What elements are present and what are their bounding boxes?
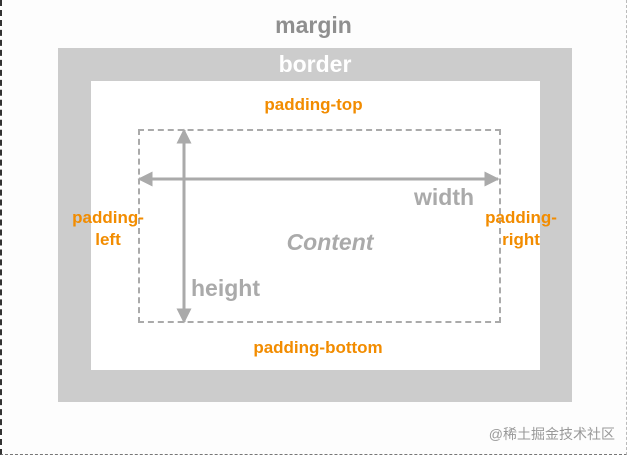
padding-left-line2: left: [95, 230, 121, 249]
padding-right-line1: padding-: [485, 208, 557, 227]
height-label: height: [191, 275, 260, 301]
padding-bottom-label: padding-bottom: [253, 338, 383, 357]
content-area: [138, 129, 501, 323]
watermark: @稀土掘金技术社区: [488, 426, 615, 442]
margin-label: margin: [275, 12, 352, 38]
width-label: width: [414, 184, 475, 210]
padding-right-line2: right: [502, 230, 540, 249]
content-label: Content: [286, 229, 374, 255]
border-label: border: [278, 51, 352, 77]
padding-left-line1: padding-: [72, 208, 144, 227]
padding-top-label: padding-top: [264, 95, 363, 114]
padding-right-label: padding- right: [476, 207, 566, 251]
padding-left-label: padding- left: [68, 207, 148, 251]
